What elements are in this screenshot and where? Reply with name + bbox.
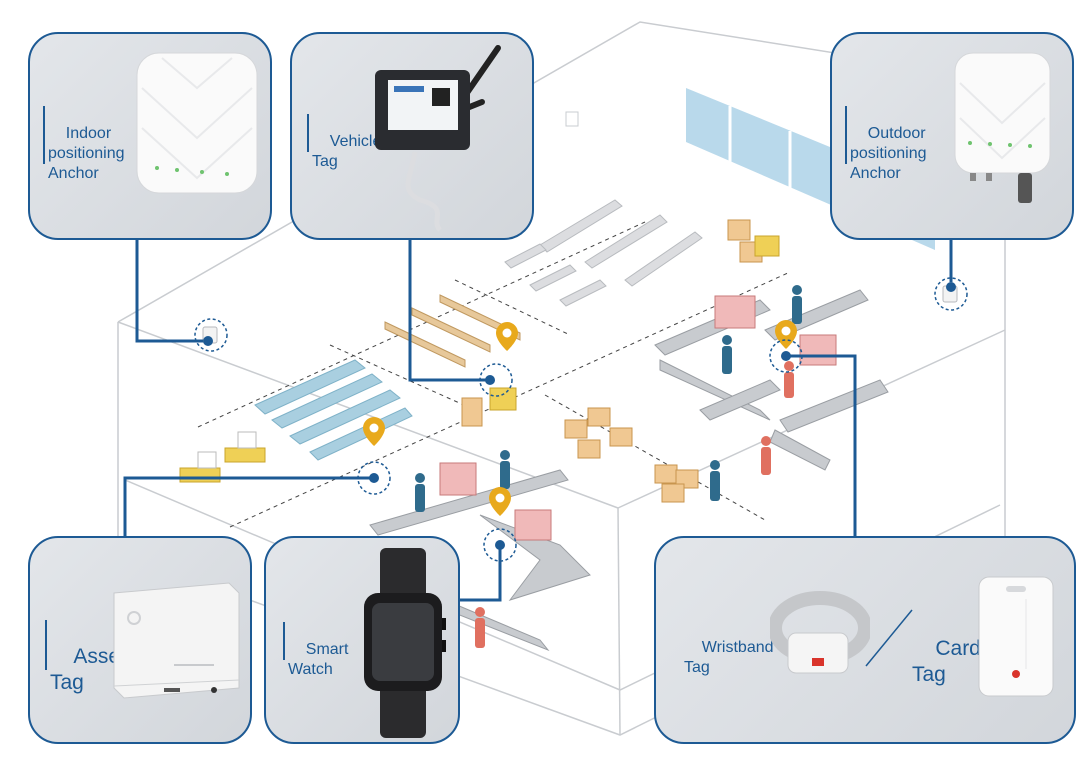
workers-red — [475, 361, 794, 648]
vehicle-tag-card: Vehicle Tag — [290, 32, 534, 240]
indoor-anchor-card: Indoor positioning Anchor — [28, 32, 272, 240]
vehicle-tag-text: Vehicle Tag — [312, 133, 382, 170]
grey-shelving — [504, 199, 703, 307]
wristband-tag-label: Wristband Tag — [684, 618, 774, 698]
workers-blue — [415, 285, 802, 512]
wristband-tag-text: Wristband Tag — [684, 639, 774, 676]
indoor-anchor-label: Indoor positioning Anchor — [43, 104, 125, 204]
zone-dividers — [197, 221, 791, 528]
pallet-jacks — [179, 431, 266, 483]
asset-tag-text: Asset Tag — [50, 645, 126, 694]
connector-dots — [203, 282, 956, 550]
pallet-racks — [254, 359, 413, 461]
wristband-card-tag-card: Wristband Tag Card Tag — [654, 536, 1076, 744]
location-pins — [363, 320, 797, 516]
vehicle-tag-label: Vehicle Tag — [307, 112, 382, 192]
box-stacks — [564, 219, 763, 503]
smart-watch-card: Smart Watch — [264, 536, 460, 744]
smart-watch-text: Smart Watch — [288, 641, 349, 678]
vehicle-tag-device-icon — [375, 45, 501, 232]
card-tag-label: Card Tag — [912, 610, 981, 714]
indoor-anchor-device-icon — [136, 52, 258, 194]
smart-watch-device-icon — [364, 548, 446, 738]
asset-tag-label: Asset Tag — [45, 618, 126, 722]
outdoor-anchor-card: Outdoor positioning Anchor — [830, 32, 1074, 240]
indoor-anchor-text: Indoor positioning Anchor — [48, 125, 125, 182]
outdoor-anchor-label: Outdoor positioning Anchor — [845, 104, 927, 204]
machines — [439, 295, 837, 541]
wall-switch — [565, 111, 579, 127]
outdoor-anchor-text: Outdoor positioning Anchor — [850, 125, 927, 182]
slash-divider — [865, 609, 913, 667]
asset-tag-device-icon — [113, 582, 240, 699]
outdoor-anchor-device-icon — [954, 52, 1051, 203]
forklifts — [461, 235, 780, 427]
card-tag-device-icon — [978, 576, 1054, 697]
smart-watch-label: Smart Watch — [283, 620, 349, 700]
wristband-device-icon — [770, 591, 870, 674]
asset-tag-card: Asset Tag — [28, 536, 252, 744]
card-tag-text: Card Tag — [912, 637, 981, 686]
